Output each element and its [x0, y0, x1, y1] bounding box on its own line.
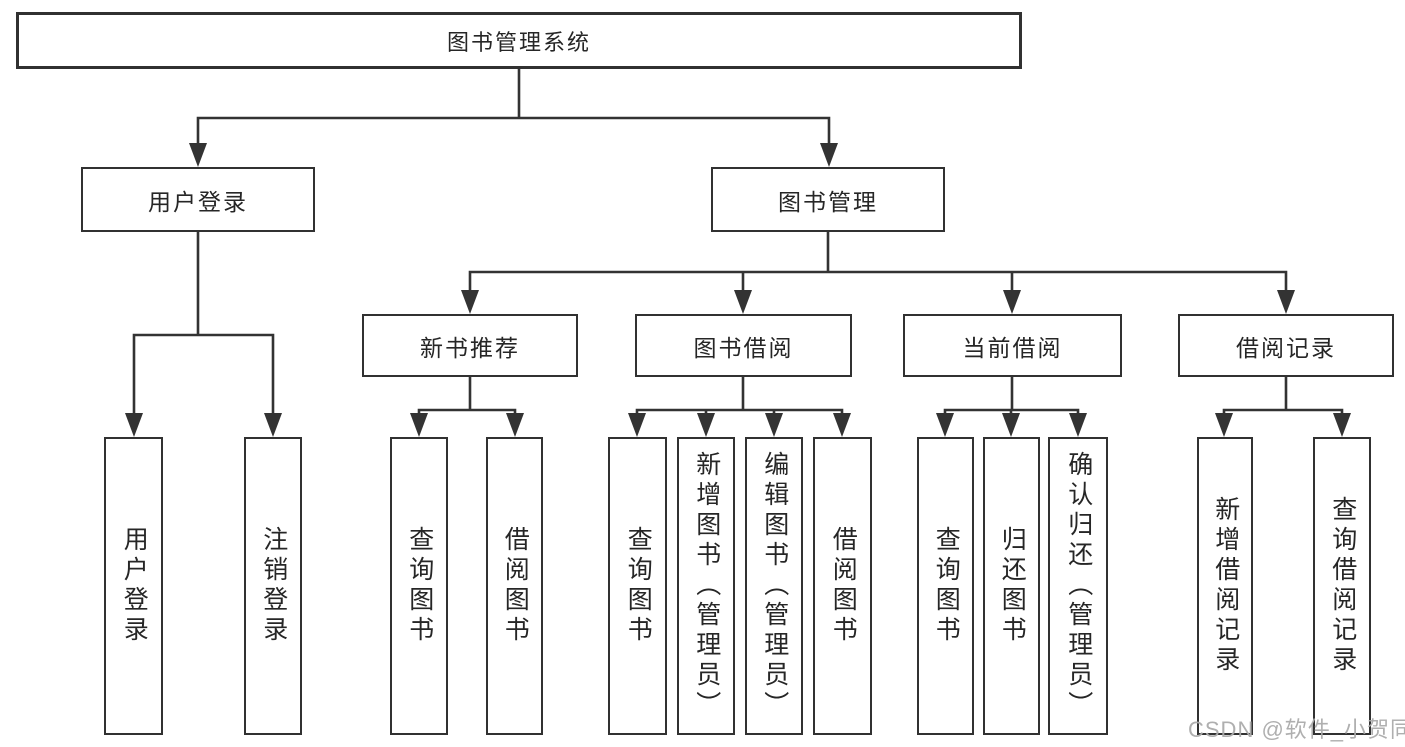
node-label: 新增借阅记录	[1211, 496, 1240, 676]
node-book-borrow: 图书借阅	[635, 314, 852, 377]
node-new-book-recommend: 新书推荐	[362, 314, 578, 377]
node-label: 查询图书	[405, 526, 434, 646]
node-label: 借阅图书	[501, 526, 530, 646]
leaf-current-confirm-return-admin: 确认归还（管理员）	[1048, 437, 1108, 735]
node-label: 新增图书（管理员）	[692, 451, 721, 721]
node-label: 编辑图书（管理员）	[760, 451, 789, 721]
node-label: 注销登录	[259, 526, 288, 646]
leaf-logout-login: 注销登录	[244, 437, 302, 735]
node-label: 用户登录	[120, 526, 149, 646]
node-label: 借阅记录	[1236, 334, 1336, 361]
node-borrow-records: 借阅记录	[1178, 314, 1394, 377]
node-label: 用户登录	[148, 188, 248, 215]
leaf-user-login: 用户登录	[104, 437, 163, 735]
node-label: 图书管理系统	[446, 29, 591, 55]
leaf-recommend-borrow-book: 借阅图书	[486, 437, 543, 735]
leaf-borrow-borrow-book: 借阅图书	[813, 437, 872, 735]
node-label: 归还图书	[998, 526, 1027, 646]
node-current-borrow: 当前借阅	[903, 314, 1122, 377]
node-label: 查询图书	[624, 526, 653, 646]
arrowheads	[125, 143, 1351, 437]
leaf-current-query-book: 查询图书	[917, 437, 974, 735]
node-label: 查询借阅记录	[1328, 496, 1357, 676]
node-label: 确认归还（管理员）	[1064, 451, 1093, 721]
node-label: 当前借阅	[962, 334, 1063, 361]
leaf-current-return-book: 归还图书	[983, 437, 1040, 735]
node-label: 新书推荐	[420, 334, 520, 361]
leaf-records-add-record: 新增借阅记录	[1197, 437, 1253, 735]
node-label: 查询图书	[932, 526, 961, 646]
node-label: 图书管理	[778, 188, 878, 215]
node-root-library-system: 图书管理系统	[16, 12, 1022, 69]
leaf-records-query-record: 查询借阅记录	[1313, 437, 1371, 735]
node-book-management-branch: 图书管理	[711, 167, 945, 232]
leaf-borrow-query-book: 查询图书	[608, 437, 667, 735]
node-user-login-branch: 用户登录	[81, 167, 315, 232]
node-label: 图书借阅	[693, 334, 794, 361]
leaf-borrow-edit-book-admin: 编辑图书（管理员）	[745, 437, 803, 735]
node-label: 借阅图书	[829, 526, 858, 646]
csdn-watermark: CSDN @软件_小贺同学	[1188, 717, 1405, 742]
leaf-recommend-query-book: 查询图书	[390, 437, 448, 735]
leaf-borrow-add-book-admin: 新增图书（管理员）	[677, 437, 735, 735]
